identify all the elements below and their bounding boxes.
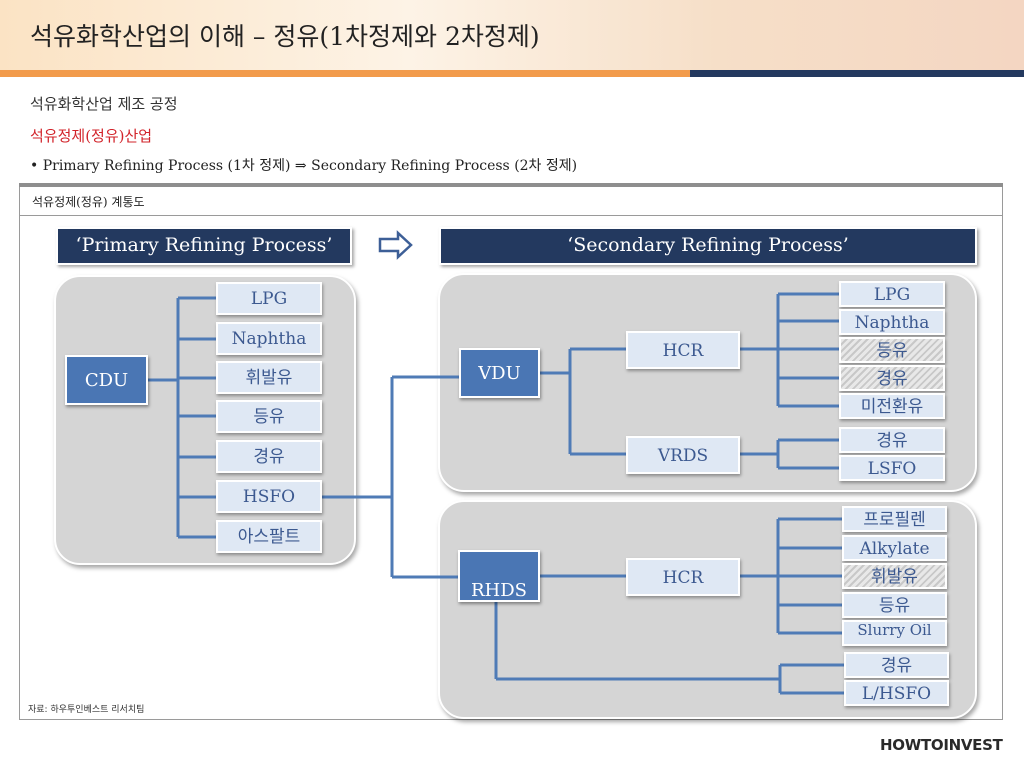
rhds-hcr-product-gasoline: 휘발유 bbox=[842, 563, 947, 589]
rhds-hcr-product-slurry-oil: Slurry Oil bbox=[842, 620, 947, 646]
frame-label: 석유정제(정유) 계통도 bbox=[32, 195, 145, 209]
header-banner: 석유화학산업의 이해 – 정유(1차정제와 2차정제) bbox=[0, 0, 1024, 70]
rhds-unit: RHDS bbox=[458, 550, 540, 602]
rhds-hcr-product-propylene: 프로필렌 bbox=[842, 506, 947, 532]
vdu-unit: VDU bbox=[459, 348, 540, 398]
primary-product-diesel: 경유 bbox=[216, 440, 322, 473]
howtoinvest-logo: HOWTOINVEST bbox=[880, 736, 1003, 754]
primary-product-hsfo: HSFO bbox=[216, 480, 322, 513]
vrds-unit: VRDS bbox=[626, 436, 740, 474]
page-title: 석유화학산업의 이해 – 정유(1차정제와 2차정제) bbox=[30, 22, 540, 51]
bullet-text: • Primary Refining Process (1차 정제) ⇒ Sec… bbox=[30, 158, 578, 174]
header-bar-orange bbox=[0, 70, 690, 77]
frame-top-border bbox=[19, 183, 1003, 187]
rhds-hcr-product-alkylate: Alkylate bbox=[842, 535, 947, 561]
section-heading: 석유정제(정유)산업 bbox=[30, 127, 153, 145]
primary-product-asphalt: 아스팔트 bbox=[216, 520, 322, 553]
primary-product-naphtha: Naphtha bbox=[216, 322, 322, 355]
primary-product-gasoline: 휘발유 bbox=[216, 361, 322, 394]
vdu-hcr-product-kerosene: 등유 bbox=[839, 337, 945, 363]
vdu-hcr-product-unconverted-oil: 미전환유 bbox=[839, 393, 945, 419]
header-bar-navy bbox=[690, 70, 1024, 77]
vdu-hcr-product-diesel: 경유 bbox=[839, 365, 945, 391]
cdu-unit: CDU bbox=[65, 355, 148, 405]
rhds-hcr-unit: HCR bbox=[626, 558, 740, 596]
subtitle: 석유화학산업 제조 공정 bbox=[30, 95, 178, 113]
source-note: 자료: 하우투인베스트 리서치팀 bbox=[28, 705, 145, 715]
primary-product-kerosene: 등유 bbox=[216, 400, 322, 433]
vrds-product-diesel: 경유 bbox=[839, 427, 945, 453]
vdu-hcr-unit: HCR bbox=[626, 331, 740, 369]
rhds-product-l-hsfo: L/HSFO bbox=[844, 680, 949, 706]
vrds-product-lsfo: LSFO bbox=[839, 455, 945, 481]
frame-label-row bbox=[19, 186, 1003, 216]
primary-title-bar: ‘Primary Refining Process’ bbox=[56, 227, 352, 265]
rhds-hcr-product-kerosene: 등유 bbox=[842, 592, 947, 618]
primary-product-lpg: LPG bbox=[216, 282, 322, 315]
rhds-product-diesel: 경유 bbox=[844, 652, 949, 678]
vdu-hcr-product-lpg: LPG bbox=[839, 281, 945, 307]
secondary-title-bar: ‘Secondary Refining Process’ bbox=[439, 227, 977, 265]
vdu-hcr-product-naphtha: Naphtha bbox=[839, 309, 945, 335]
